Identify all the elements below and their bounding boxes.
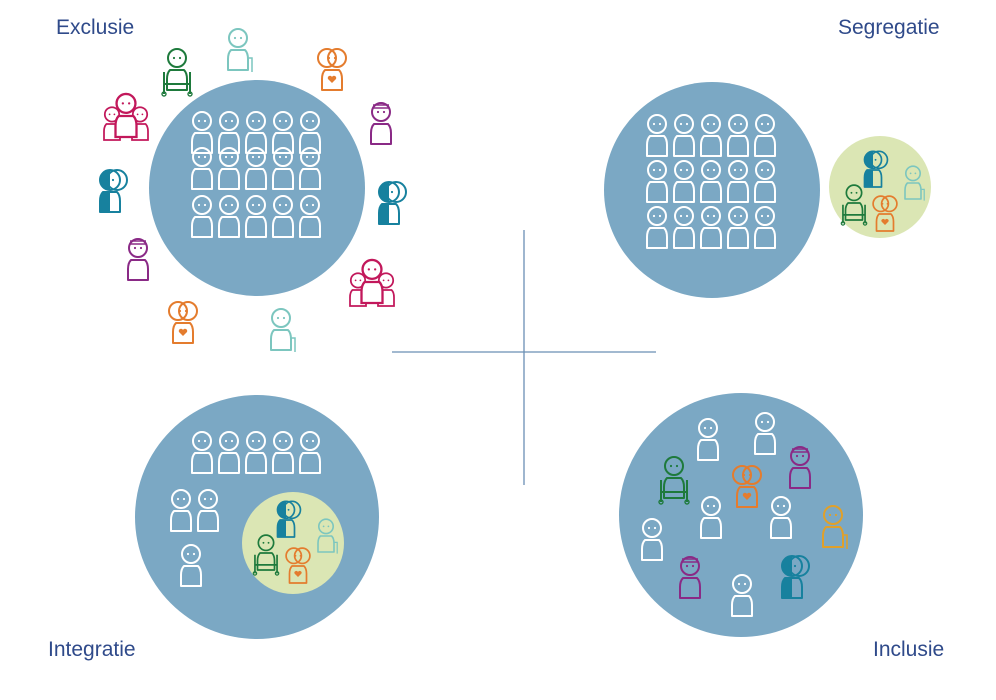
person-icon xyxy=(218,431,240,474)
heart-person-icon xyxy=(872,195,898,232)
bandaged-person-icon xyxy=(789,446,811,489)
person-icon xyxy=(754,160,776,203)
person-icon xyxy=(727,206,749,249)
person-icon xyxy=(673,114,695,157)
person-icon xyxy=(299,147,321,190)
person-icon xyxy=(180,544,202,587)
label-inclusie: Inclusie xyxy=(873,638,945,661)
heart-person-icon xyxy=(317,48,347,91)
person-icon xyxy=(700,160,722,203)
label-exclusie: Exclusie xyxy=(56,16,135,39)
person-icon xyxy=(646,160,668,203)
label-segregatie: Segregatie xyxy=(838,16,940,39)
person-icon xyxy=(245,111,267,154)
bandaged-person-icon xyxy=(370,102,392,145)
heart-person-icon xyxy=(285,547,311,584)
family-icon xyxy=(103,92,149,141)
person-icon xyxy=(272,195,294,238)
label-integratie: Integratie xyxy=(48,638,136,661)
person-icon xyxy=(218,147,240,190)
person-icon xyxy=(770,496,792,539)
person-icon xyxy=(700,114,722,157)
people-group xyxy=(99,28,925,617)
two-tone-person-icon xyxy=(781,555,810,599)
person-icon xyxy=(170,489,192,532)
person-icon xyxy=(218,195,240,238)
integratie-small-circle xyxy=(242,492,344,594)
person-icon xyxy=(727,114,749,157)
person-icon xyxy=(641,518,663,561)
person-icon xyxy=(299,195,321,238)
person-icon xyxy=(646,114,668,157)
two-tone-person-icon xyxy=(99,169,128,213)
person-icon xyxy=(646,206,668,249)
walker-person-icon xyxy=(317,518,338,554)
person-icon xyxy=(697,418,719,461)
person-icon xyxy=(272,111,294,154)
family-icon xyxy=(349,258,395,307)
two-tone-person-icon xyxy=(276,500,302,538)
heart-person-icon xyxy=(732,465,762,508)
person-icon xyxy=(754,412,776,455)
person-icon xyxy=(700,496,722,539)
two-tone-person-icon xyxy=(863,150,889,188)
wheelchair-person-icon xyxy=(252,534,280,576)
person-icon xyxy=(700,206,722,249)
walker-person-icon xyxy=(822,505,848,549)
person-icon xyxy=(245,195,267,238)
wheelchair-person-icon xyxy=(840,184,868,226)
person-icon xyxy=(731,574,753,617)
wheelchair-person-icon xyxy=(658,456,690,505)
wheelchair-person-icon xyxy=(161,48,193,97)
inclusie-circle xyxy=(619,393,863,637)
person-icon xyxy=(673,206,695,249)
person-icon xyxy=(191,195,213,238)
person-icon xyxy=(245,147,267,190)
person-icon xyxy=(299,431,321,474)
person-icon xyxy=(272,431,294,474)
person-icon xyxy=(727,160,749,203)
person-icon xyxy=(272,147,294,190)
two-tone-person-icon xyxy=(378,181,407,225)
person-icon xyxy=(245,431,267,474)
person-icon xyxy=(299,111,321,154)
person-icon xyxy=(191,431,213,474)
walker-person-icon xyxy=(227,28,253,72)
person-icon xyxy=(754,206,776,249)
bandaged-person-icon xyxy=(127,238,149,281)
person-icon xyxy=(218,111,240,154)
walker-person-icon xyxy=(904,165,925,201)
walker-person-icon xyxy=(270,308,296,352)
person-icon xyxy=(191,147,213,190)
person-icon xyxy=(673,160,695,203)
bandaged-person-icon xyxy=(679,556,701,599)
heart-person-icon xyxy=(168,301,198,344)
person-icon xyxy=(191,111,213,154)
person-icon xyxy=(754,114,776,157)
person-icon xyxy=(197,489,219,532)
